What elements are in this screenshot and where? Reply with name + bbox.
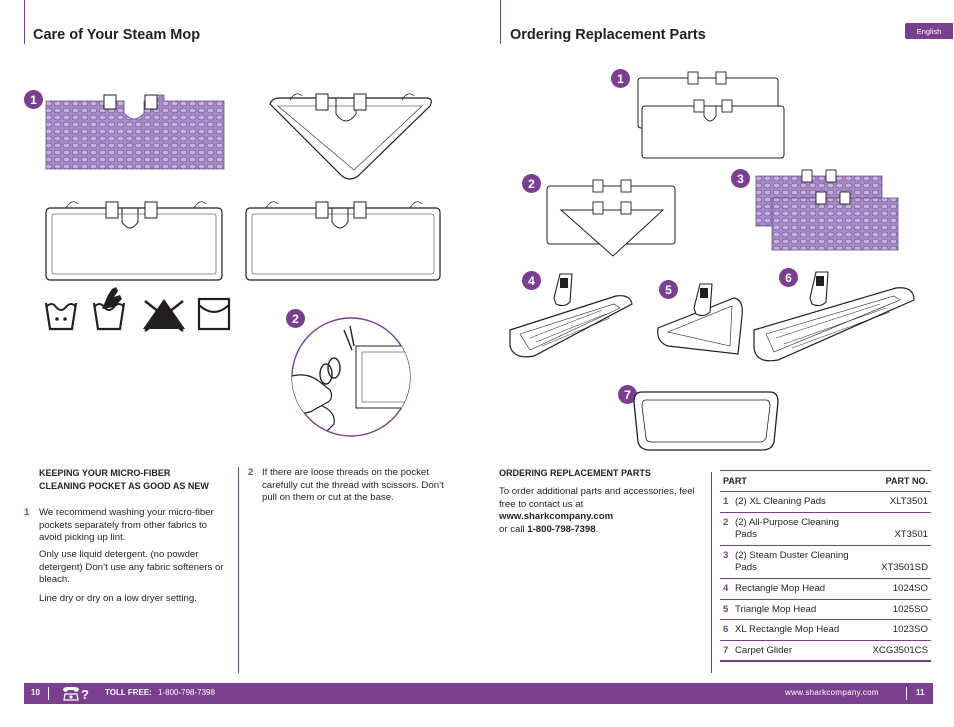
badge-4-right: 4 xyxy=(522,271,541,290)
part-name: (2) All-Purpose Cleaning Pads xyxy=(732,512,860,546)
part-name: (2) XL Cleaning Pads xyxy=(732,491,860,513)
toll-free-number[interactable]: 1-800-798-7398 xyxy=(158,688,215,697)
step-2-text: If there are loose threads on the pocket… xyxy=(262,467,444,504)
tumble-dry-icon xyxy=(197,297,231,331)
rectangle-pad-illustration xyxy=(45,201,223,281)
table-header-row: PART PART NO. xyxy=(720,470,931,492)
page-title-ordering: Ordering Replacement Parts xyxy=(510,27,706,43)
footer-divider-left xyxy=(48,687,49,700)
part-index: 6 xyxy=(720,619,732,641)
badge-7-right: 7 xyxy=(618,385,637,404)
triangle-pad-illustration xyxy=(269,93,432,180)
scissors-cutting-illustration xyxy=(291,317,411,437)
right-column-divider xyxy=(711,472,712,673)
footer-left-page-number: 10 xyxy=(31,688,40,697)
or-call-text: or call xyxy=(499,523,525,535)
badge-6-right: 6 xyxy=(779,268,798,287)
language-tag[interactable]: English xyxy=(905,23,953,39)
part-index: 1 xyxy=(720,491,732,513)
part-index: 2 xyxy=(720,512,732,546)
xl-rectangle-mop-head-illustration xyxy=(753,271,915,362)
part-number: 1023SO xyxy=(859,619,931,641)
part-index: 4 xyxy=(720,578,732,600)
badge-1-right: 1 xyxy=(611,69,630,88)
part-number: 1024SO xyxy=(859,578,931,600)
all-purpose-pads-illustration xyxy=(546,179,676,257)
ordering-intro: To order additional parts and accessorie… xyxy=(499,486,695,510)
step-1-text: We recommend washing your micro-fiber po… xyxy=(39,507,214,544)
xl-cleaning-pads-illustration xyxy=(637,71,785,159)
step-1-number: 1 xyxy=(24,507,30,518)
center-top-rule xyxy=(500,0,501,44)
xl-rectangle-pad-illustration xyxy=(245,201,441,281)
left-column-divider xyxy=(238,467,239,673)
svg-text:?: ? xyxy=(81,687,89,702)
toll-free-label: TOLL FREE: xyxy=(105,688,152,697)
part-number: 1025SO xyxy=(859,599,931,621)
badge-5-right: 5 xyxy=(659,280,678,299)
footer-right-page-number: 11 xyxy=(916,688,925,697)
part-name: (2) Steam Duster Cleaning Pads xyxy=(732,545,860,579)
part-index: 3 xyxy=(720,545,732,579)
steam-duster-pads-illustration xyxy=(755,169,899,251)
period: . xyxy=(595,523,599,535)
part-number: XLT3501 xyxy=(859,491,931,513)
part-name: XL Rectangle Mop Head xyxy=(732,619,860,641)
badge-2-left: 2 xyxy=(286,309,305,328)
badge-2-right: 2 xyxy=(522,174,541,193)
part-number: XCG3501CS xyxy=(859,640,931,663)
website-link[interactable]: www.sharkcompany.com xyxy=(499,511,614,523)
ordering-text: To order additional parts and accessorie… xyxy=(499,486,699,536)
footer-bar: 10 ? TOLL FREE: 1-800-798-7398 www.shark… xyxy=(24,683,933,704)
badge-3-right: 3 xyxy=(731,169,750,188)
triangle-mop-head-illustration xyxy=(657,283,743,355)
wash-30-icon xyxy=(44,302,78,331)
part-index: 5 xyxy=(720,599,732,621)
phone-question-icon: ? xyxy=(63,687,89,702)
footer-website[interactable]: www.sharkcompany.com xyxy=(785,688,879,697)
rectangle-mop-head-illustration xyxy=(509,273,633,358)
part-name: Carpet Glider xyxy=(732,640,860,663)
part-name: Triangle Mop Head xyxy=(732,599,860,621)
step-1-dry-text: Line dry or dry on a low dryer setting. xyxy=(39,593,197,604)
column-header-part: PART xyxy=(720,470,860,492)
step-1-detergent-text: Only use liquid detergent. (no powder de… xyxy=(39,549,224,586)
hand-wash-icon xyxy=(92,287,126,331)
carpet-glider-illustration xyxy=(633,391,779,451)
badge-1-left: 1 xyxy=(24,90,43,109)
page-title-care: Care of Your Steam Mop xyxy=(33,27,201,43)
step-2-number: 2 xyxy=(248,467,254,478)
do-not-bleach-icon xyxy=(143,299,185,332)
part-index: 7 xyxy=(720,640,732,663)
ordering-section-heading: ORDERING REPLACEMENT PARTS xyxy=(499,468,651,478)
part-number: XT3501SD xyxy=(859,545,931,579)
left-page-top-rule xyxy=(24,0,25,44)
care-section-heading: KEEPING YOUR MICRO-FIBER CLEANING POCKET… xyxy=(39,468,209,491)
part-name: Rectangle Mop Head xyxy=(732,578,860,600)
microfiber-pad-illustration xyxy=(45,94,225,170)
part-number: XT3501 xyxy=(859,512,931,546)
phone-link[interactable]: 1-800-798-7398 xyxy=(527,523,596,535)
footer-divider-right xyxy=(906,687,907,700)
column-header-part-no: PART NO. xyxy=(859,470,931,492)
